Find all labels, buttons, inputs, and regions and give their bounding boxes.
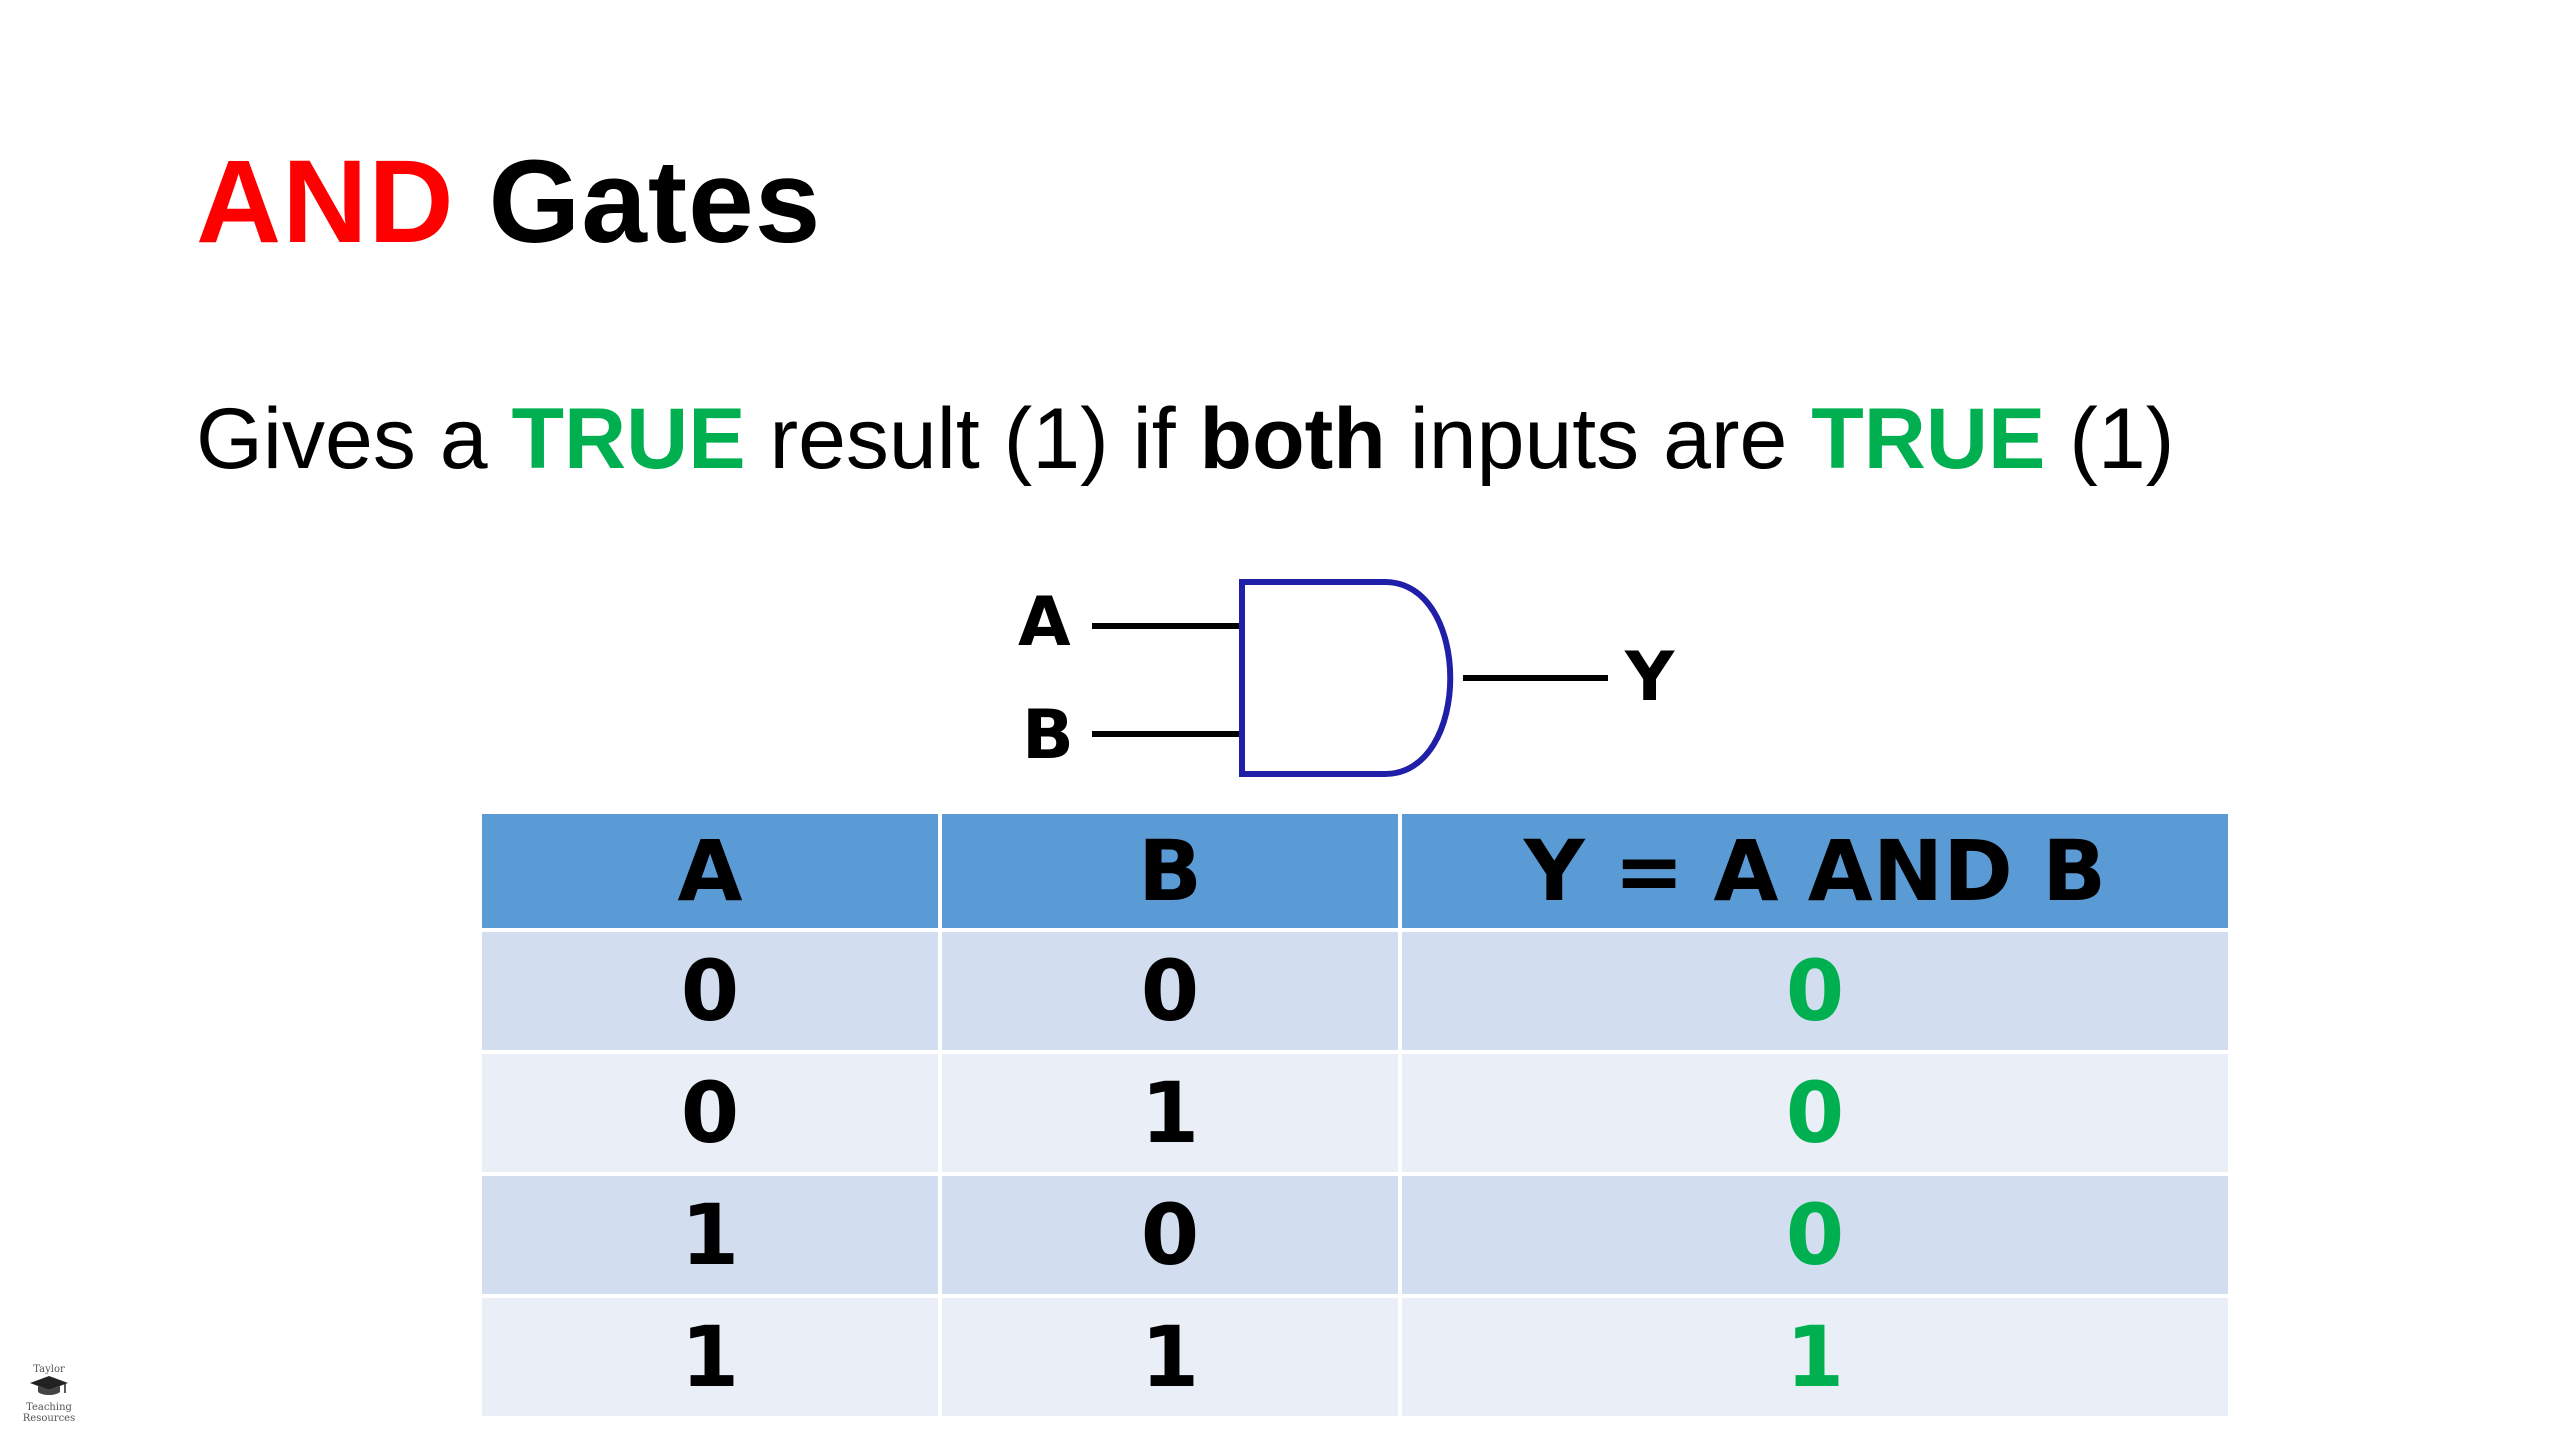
logo-line-2: Teaching [26,1402,72,1413]
cell-a: 0 [478,1050,942,1176]
cell-b: 1 [938,1294,1402,1420]
subtitle-part1: Gives a [196,391,512,487]
cell-a: 0 [478,928,942,1054]
table-row: 0 1 0 [478,1050,2232,1176]
logo-line-3: Resources [22,1413,76,1424]
header-y: Y = A AND B [1398,810,2232,932]
graduation-cap-icon [30,1376,68,1395]
subtitle-true-2: TRUE [1811,391,2046,487]
truth-table-header-row: A B Y = A AND B [478,810,2232,932]
cell-a: 1 [478,1172,942,1298]
subtitle-part3: inputs are [1385,391,1812,487]
and-gate-diagram: A B Y [1018,579,1675,777]
subtitle-both: both [1199,391,1386,487]
cell-y: 0 [1398,1050,2232,1176]
slide-title: AND Gates [196,136,822,268]
truth-table: A B Y = A AND B 0 0 0 0 1 0 1 0 0 1 [478,810,2232,1420]
taylor-teaching-logo: Taylor Teaching Resources [14,1364,84,1434]
gate-output-label: Y [1624,638,1675,717]
cell-b: 0 [938,1172,1402,1298]
cell-b: 0 [938,928,1402,1054]
slide-subtitle: Gives a TRUE result (1) if both inputs a… [196,388,2174,491]
table-row: 1 0 0 [478,1172,2232,1298]
cell-y: 0 [1398,1172,2232,1298]
gate-input-b-label: B [1022,696,1074,775]
subtitle-true-1: TRUE [511,391,746,487]
gate-input-a-label: A [1018,583,1071,662]
cell-y: 1 [1398,1294,2232,1420]
table-row: 1 1 1 [478,1294,2232,1420]
title-rest: Gates [488,136,822,268]
table-row: 0 0 0 [478,928,2232,1054]
cell-a: 1 [478,1294,942,1420]
cell-y: 0 [1398,928,2232,1054]
logo-line-1: Taylor [33,1364,65,1375]
title-highlight: AND [196,136,455,268]
subtitle-part2: result (1) if [745,391,1200,487]
and-gate-body [1239,579,1454,777]
header-a: A [478,810,942,932]
cell-b: 1 [938,1050,1402,1176]
subtitle-part4: (1) [2045,391,2175,487]
header-b: B [938,810,1402,932]
